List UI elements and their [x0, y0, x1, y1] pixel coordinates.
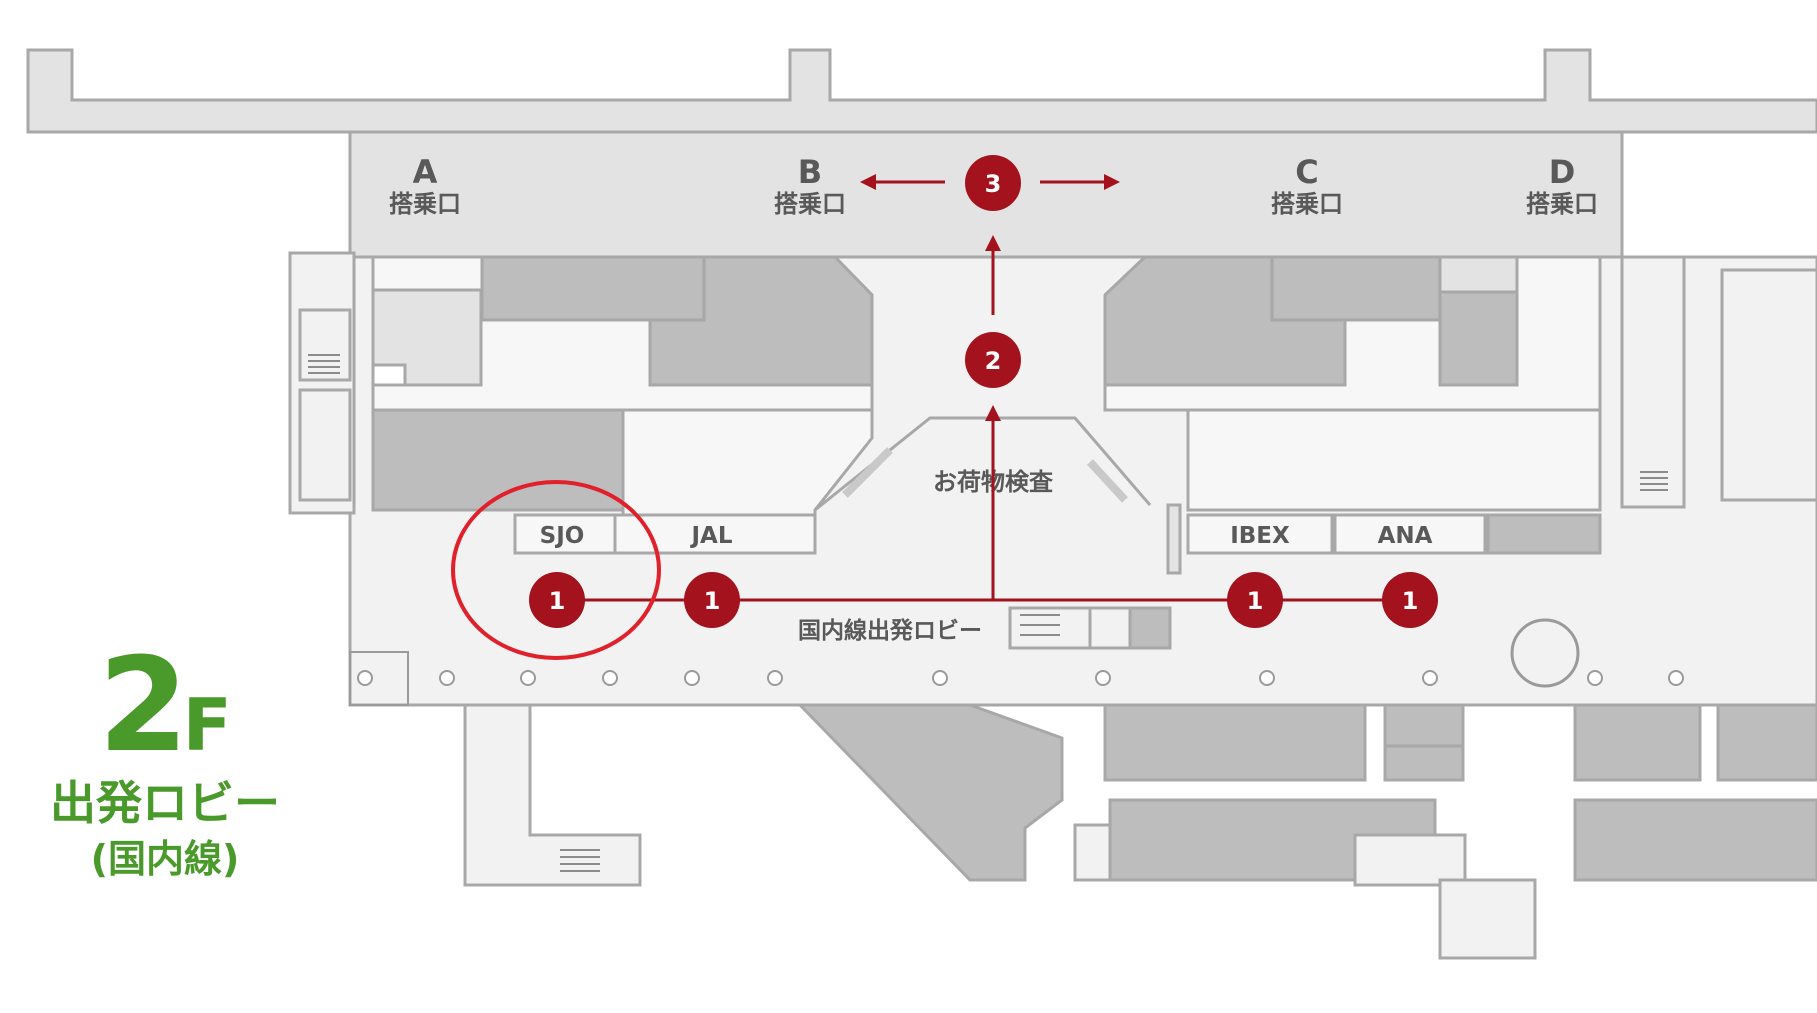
- gate-d: D 搭乗口: [1526, 153, 1598, 218]
- lobby-label: 国内線出発ロビー: [798, 617, 982, 644]
- floor-number-digit: 2: [98, 629, 189, 781]
- step-1a-number: 1: [549, 587, 566, 615]
- gate-a-label: 搭乗口: [389, 190, 461, 218]
- left-annex: [288, 251, 356, 515]
- counter-sjo: SJO: [540, 523, 585, 549]
- step-marker-3: 3: [965, 155, 1021, 211]
- step-marker-1b: 1: [684, 572, 740, 628]
- upper-corridors: [26, 48, 1817, 134]
- bottom-center-exit: [1353, 833, 1537, 960]
- gate-b-label: 搭乗口: [774, 190, 846, 218]
- highlight-circle: [451, 480, 661, 660]
- stairs-left: [308, 354, 340, 374]
- bottom-rooms: [796, 703, 1817, 882]
- counter-jal: JAL: [689, 523, 732, 549]
- floor-subtitle: (国内線): [90, 837, 240, 881]
- step-1c-number: 1: [1247, 587, 1264, 615]
- counter-ana: ANA: [1378, 523, 1433, 549]
- step-1b-number: 1: [704, 587, 721, 615]
- gate-a-letter: A: [413, 153, 438, 191]
- step-marker-2: 2: [965, 332, 1021, 388]
- step-1d-number: 1: [1402, 587, 1419, 615]
- lobby-escalator: [1008, 606, 1172, 650]
- gate-c-letter: C: [1295, 153, 1318, 191]
- gate-d-label: 搭乗口: [1526, 190, 1598, 218]
- gate-a: A 搭乗口: [389, 153, 461, 218]
- stairs-right: [1640, 471, 1668, 491]
- left-room-block: [371, 255, 874, 555]
- bottom-left-corridor: [463, 703, 642, 887]
- step-marker-1c: 1: [1227, 572, 1283, 628]
- floor-number: 2F: [30, 640, 300, 770]
- gate-d-letter: D: [1549, 153, 1576, 191]
- stairs-bottom: [560, 849, 600, 872]
- floor-number-suffix: F: [182, 683, 232, 767]
- floor-legend: 2F 出発ロビー (国内線): [30, 640, 300, 885]
- counter-ibex: IBEX: [1230, 523, 1290, 549]
- gate-b-letter: B: [798, 153, 822, 191]
- right-annex: [1620, 255, 1817, 509]
- gate-b: B 搭乗口: [774, 153, 846, 218]
- step-3-number: 3: [985, 170, 1002, 198]
- gate-c: C 搭乗口: [1271, 153, 1343, 218]
- gate-c-label: 搭乗口: [1271, 190, 1343, 218]
- step-marker-1a: 1: [529, 572, 585, 628]
- step-marker-1d: 1: [1382, 572, 1438, 628]
- right-room-block: [1103, 255, 1602, 555]
- columns: [349, 618, 1684, 706]
- step-2-number: 2: [985, 347, 1002, 375]
- security-walls: [814, 416, 1182, 575]
- floor-title: 出発ロビー: [50, 776, 280, 830]
